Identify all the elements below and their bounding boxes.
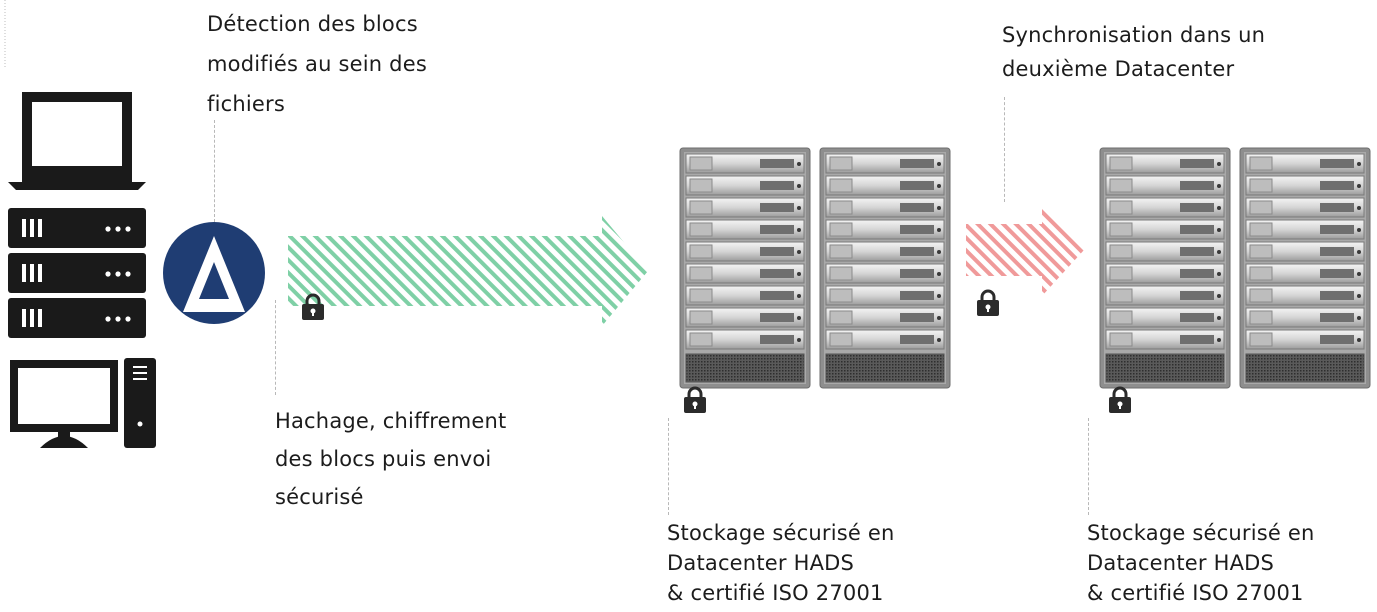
- label-line: Hachage, chiffrement: [275, 409, 507, 433]
- storage-secondary-label: Stockage sécurisé en Datacenter HADS & c…: [1087, 518, 1315, 608]
- label-line: fichiers: [207, 92, 286, 116]
- sync-step-label: Synchronisation dans un deuxième Datacen…: [1002, 18, 1265, 86]
- padlock-icon: [682, 386, 708, 415]
- sync-transfer-arrow: [966, 204, 1084, 296]
- storage-primary-leader-line: [668, 418, 669, 515]
- server-rack-icon: [820, 148, 950, 388]
- storage-primary-label: Stockage sécurisé en Datacenter HADS & c…: [667, 518, 895, 608]
- server-rack-icon: [680, 148, 810, 388]
- padlock-icon: [975, 289, 1001, 318]
- label-line: Synchronisation dans un: [1002, 23, 1266, 47]
- server-stack-icon: [8, 208, 146, 338]
- detection-step-label: Détection des blocs modifiés au sein des…: [207, 4, 427, 124]
- sync-leader-line: [1004, 97, 1005, 202]
- label-line: Détection des blocs: [207, 12, 418, 36]
- storage-secondary-leader-line: [1088, 418, 1089, 515]
- label-line: des blocs puis envoi: [275, 447, 492, 471]
- server-rack-icon: [1240, 148, 1370, 388]
- label-line: sécurisé: [275, 485, 364, 509]
- padlock-icon: [1107, 386, 1133, 415]
- app-logo-icon: [163, 222, 265, 324]
- label-line: Datacenter HADS: [667, 551, 855, 575]
- detection-leader-line: [214, 120, 215, 222]
- laptop-icon: [8, 92, 146, 190]
- hashing-leader-line: [275, 300, 276, 395]
- label-line: modifiés au sein des: [207, 52, 427, 76]
- label-line: Datacenter HADS: [1087, 551, 1275, 575]
- label-line: deuxième Datacenter: [1002, 57, 1235, 81]
- primary-transfer-arrow: [288, 216, 648, 326]
- label-line: & certifié ISO 27001: [1087, 581, 1304, 605]
- label-line: & certifié ISO 27001: [667, 581, 884, 605]
- label-line: Stockage sécurisé en: [667, 521, 895, 545]
- hashing-step-label: Hachage, chiffrement des blocs puis envo…: [275, 402, 506, 516]
- server-rack-icon: [1100, 148, 1230, 388]
- label-line: Stockage sécurisé en: [1087, 521, 1315, 545]
- desktop-computer-icon: [10, 358, 156, 448]
